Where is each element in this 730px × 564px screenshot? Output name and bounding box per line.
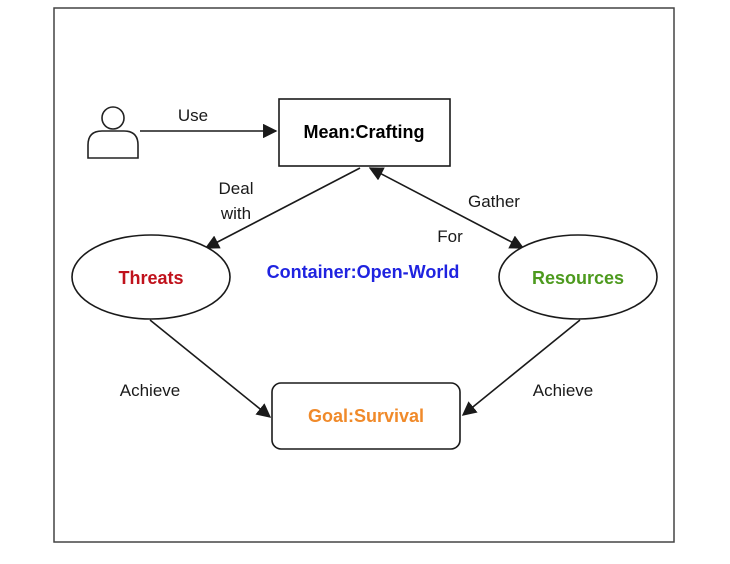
user-icon bbox=[87, 106, 139, 159]
node-goal-box bbox=[271, 382, 461, 450]
container-label: Container:Open-World bbox=[267, 262, 460, 282]
node-resources-ellipse bbox=[498, 234, 658, 320]
edge-use-label: Use bbox=[178, 106, 208, 125]
node-goal-label: Goal:Survival bbox=[308, 406, 424, 426]
edge-for-label: For bbox=[437, 227, 463, 246]
node-mean-box bbox=[278, 98, 451, 167]
edge-gather-label: Gather bbox=[468, 192, 520, 211]
edge-deal-with bbox=[204, 167, 361, 249]
edge-gather-for bbox=[368, 167, 525, 249]
node-resources-label: Resources bbox=[532, 268, 624, 288]
edge-achieve-right-label: Achieve bbox=[533, 381, 593, 400]
edge-deal-label: Deal bbox=[219, 179, 254, 198]
node-threats-ellipse bbox=[71, 234, 231, 320]
edge-achieve-right bbox=[461, 319, 581, 416]
node-threats-label: Threats bbox=[118, 268, 183, 288]
node-mean-label: Mean:Crafting bbox=[304, 122, 425, 142]
edge-achieve-left-label: Achieve bbox=[120, 381, 180, 400]
edge-with-label: with bbox=[220, 204, 251, 223]
edge-achieve-left bbox=[149, 319, 272, 418]
